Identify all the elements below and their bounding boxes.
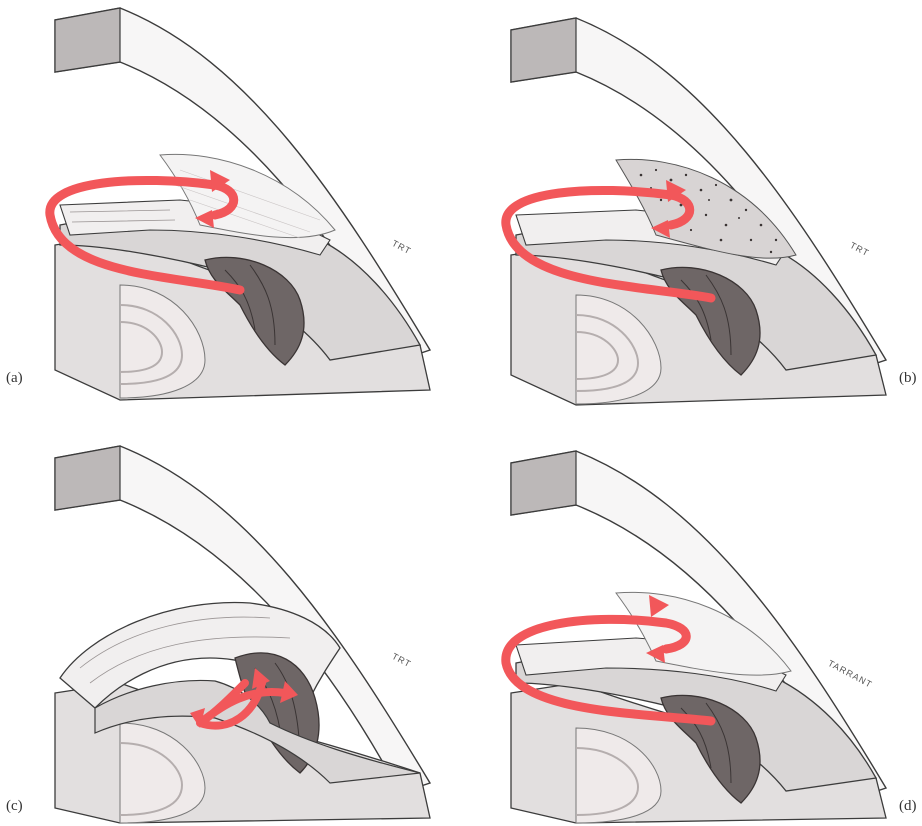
panel-a: (a) TRT [0, 0, 461, 413]
eye-cross-section-c [0, 413, 461, 826]
panel-b: (b) TRT [461, 0, 922, 413]
eye-cross-section-a [0, 0, 461, 413]
eye-cross-section-b [461, 0, 922, 413]
panel-label-d: (d) [899, 798, 917, 815]
panel-d: (d) TARRANT [461, 413, 922, 826]
panel-label-a: (a) [6, 370, 23, 387]
sclera-cut-face [511, 18, 576, 82]
panel-label-c: (c) [6, 798, 23, 815]
sclera-cut-face [511, 451, 576, 515]
panel-label-b: (b) [899, 370, 917, 387]
sclera-cut-face [55, 8, 120, 72]
sclera-cut-face [55, 446, 120, 510]
panel-c: (c) TRT [0, 413, 461, 826]
eye-cross-section-d [461, 413, 922, 826]
